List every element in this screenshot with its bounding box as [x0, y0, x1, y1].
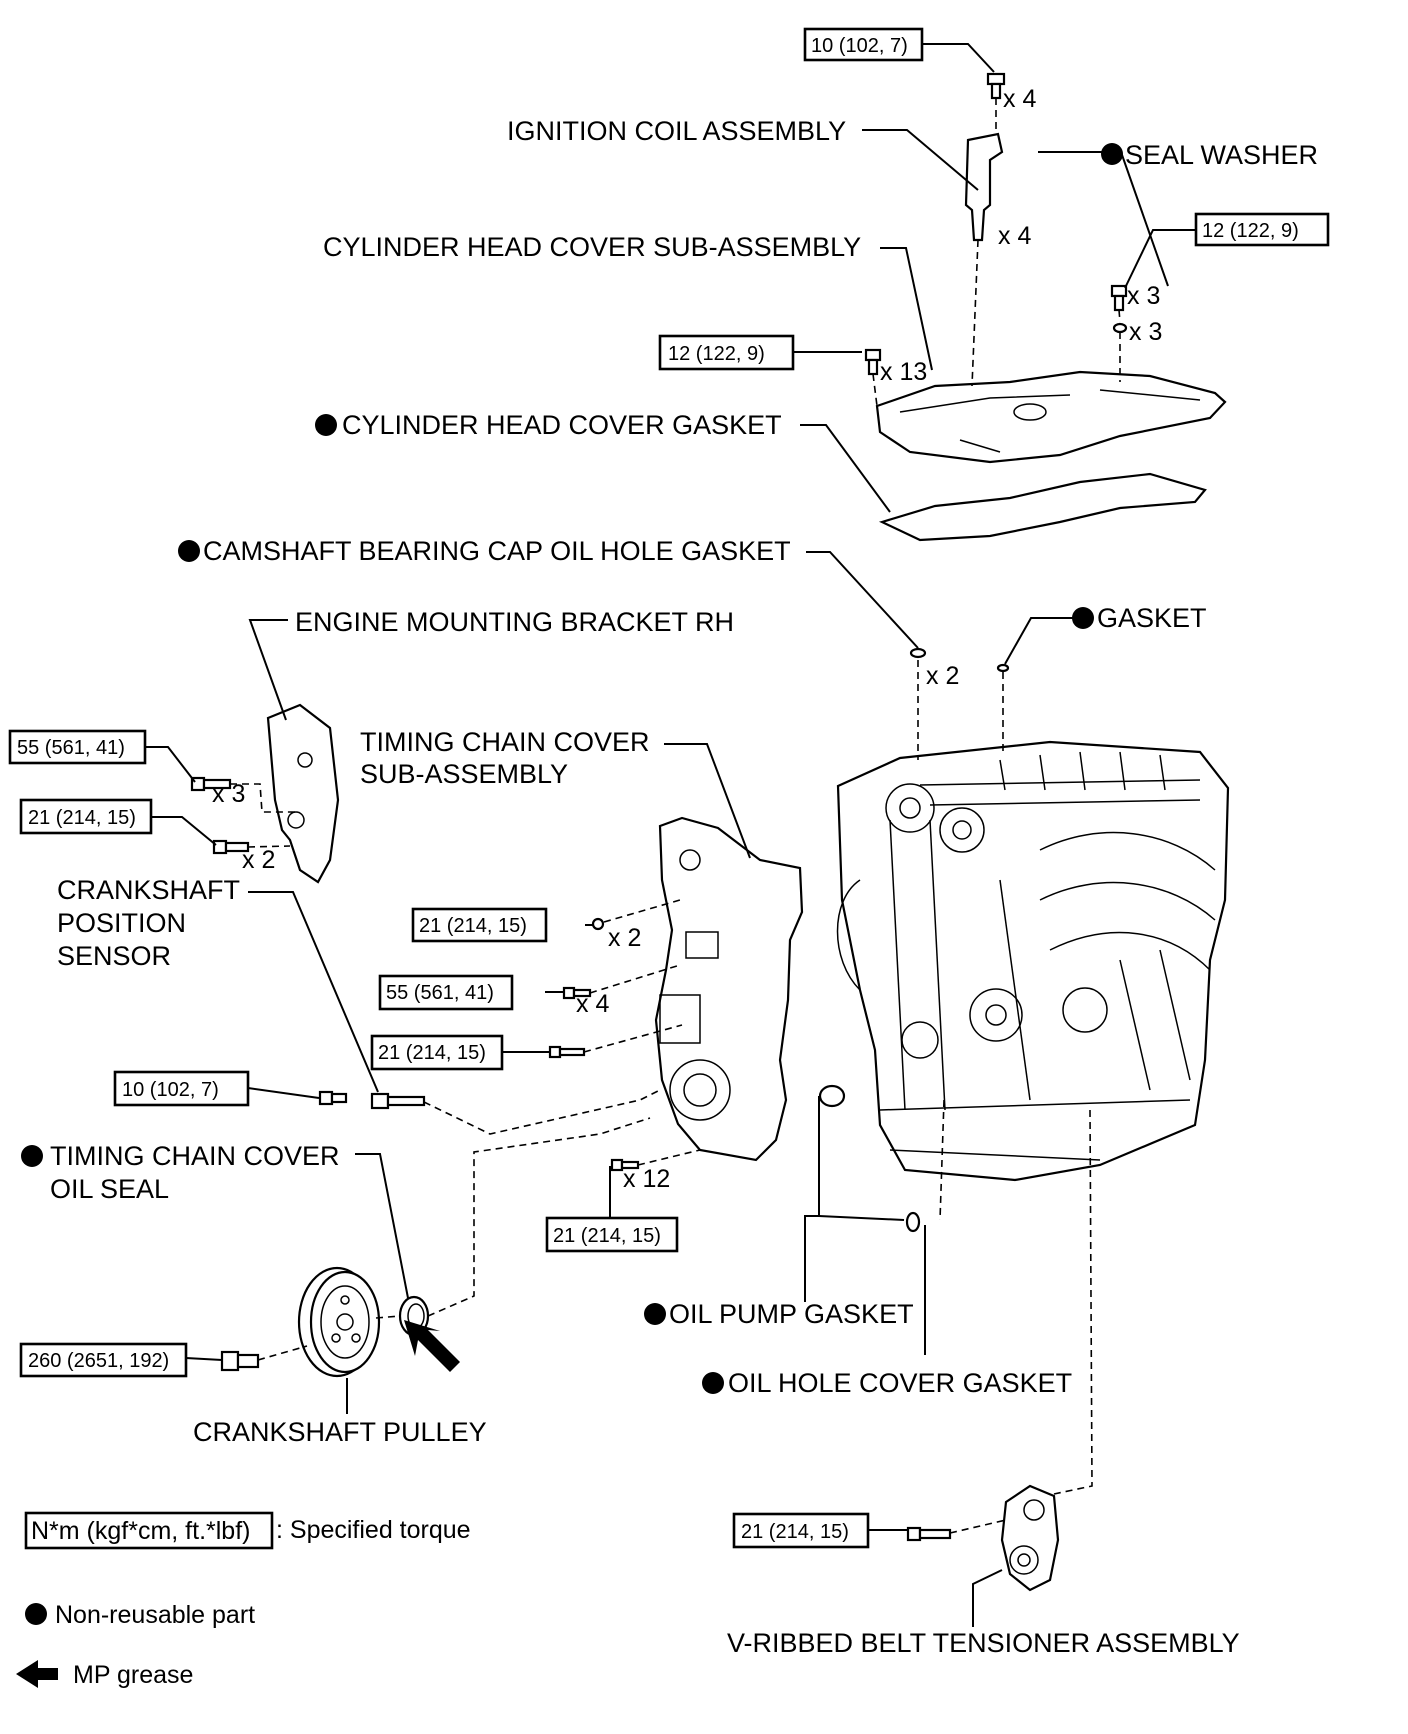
crankshaft-pulley-illustration [297, 1266, 381, 1378]
engine-block-illustration [836, 740, 1230, 1182]
legend-nonreusable-text: Non-reusable part [55, 1601, 255, 1629]
qty-head-nut: x 3 [1127, 282, 1160, 310]
nonreusable-dot-icon [644, 1303, 666, 1325]
torque-sensor: 10 (102, 7) [122, 1079, 219, 1101]
legend-torque-text: : Specified torque [276, 1516, 471, 1544]
torque-box-coil-bolt [803, 27, 924, 62]
torque-pulley: 260 (2651, 192) [28, 1350, 169, 1372]
torque-box-head-bolt [658, 334, 795, 371]
label-crankshaft-sensor-line1: CRANKSHAFT [57, 875, 240, 905]
oil-pump-gasket-illustration [818, 1084, 846, 1108]
torque-cover-d: 21 (214, 15) [553, 1225, 661, 1247]
torque-box-bracket-b [19, 798, 153, 835]
qty-coil: x 4 [998, 222, 1031, 250]
qty-bracket-b: x 2 [242, 846, 275, 874]
label-crankshaft-pulley: CRANKSHAFT PULLEY [193, 1417, 487, 1447]
oil-hole-cover-gasket-illustration [905, 1211, 921, 1233]
torque-bracket-a: 55 (561, 41) [17, 737, 125, 759]
v-ribbed-belt-tensioner-illustration [906, 1484, 1060, 1592]
gasket-illustration [996, 663, 1010, 673]
head-cover-nut-illustration [1110, 284, 1128, 334]
label-oil-seal-line2: OIL SEAL [50, 1174, 169, 1204]
pulley-bolt-illustration [220, 1350, 260, 1372]
torque-box-cover-c [370, 1034, 504, 1071]
legend-torque-units: N*m (kgf*cm, ft.*lbf) [31, 1517, 250, 1545]
nonreusable-dot-icon [178, 540, 200, 562]
nonreusable-dot-icon [315, 414, 337, 436]
nonreusable-dot-icon [702, 1372, 724, 1394]
label-gasket: GASKET [1097, 603, 1207, 633]
torque-box-cover-b [378, 974, 514, 1011]
label-timing-chain-cover-line2: SUB-ASSEMBLY [360, 759, 568, 789]
cylinder-head-cover-illustration [875, 370, 1227, 464]
qty-head-bolt: x 13 [880, 358, 927, 386]
ignition-coil-illustration [964, 132, 1004, 242]
label-v-ribbed-belt-tensioner: V-RIBBED BELT TENSIONER ASSEMBLY [727, 1628, 1240, 1658]
qty-cam-gasket: x 2 [926, 662, 959, 690]
label-oil-seal-line1: TIMING CHAIN COVER [50, 1141, 340, 1171]
qty-cover-a: x 2 [608, 924, 641, 952]
legend-torque-box [24, 1511, 274, 1550]
torque-box-head-nut [1194, 212, 1330, 247]
head-cover-bolt-illustration [864, 348, 882, 376]
torque-box-tensioner [732, 1512, 870, 1549]
torque-cover-a: 21 (214, 15) [419, 915, 527, 937]
torque-box-pulley [19, 1342, 188, 1378]
nonreusable-dot-icon [1101, 143, 1123, 165]
assembly-dashed-lines [230, 98, 1121, 1534]
nonreusable-dot-icon [21, 1145, 43, 1167]
label-cylinder-head-cover-sub-assembly: CYLINDER HEAD COVER SUB-ASSEMBLY [323, 232, 861, 262]
legend: N*m (kgf*cm, ft.*lbf) : Specified torque… [16, 1511, 471, 1689]
legend-nonreusable-dot-icon [25, 1603, 47, 1625]
torque-head-bolt: 12 (122, 9) [668, 343, 765, 365]
label-seal-washer: SEAL WASHER [1125, 140, 1318, 170]
qty-coil-bolt: x 4 [1003, 85, 1036, 113]
torque-bracket-b: 21 (214, 15) [28, 807, 136, 829]
label-crankshaft-sensor-line2: POSITION [57, 908, 186, 938]
torque-box-cover-a [411, 907, 548, 943]
label-timing-chain-cover-line1: TIMING CHAIN COVER [360, 727, 650, 757]
qty-seal-washer: x 3 [1129, 318, 1162, 346]
torque-cover-c: 21 (214, 15) [378, 1042, 486, 1064]
cover-bolts-illustration [548, 917, 640, 1172]
mp-grease-arrow-icon [404, 1320, 460, 1372]
leader-lines [146, 43, 1196, 1627]
camshaft-gasket-illustration [909, 647, 927, 659]
cylinder-head-cover-gasket-illustration [878, 472, 1207, 542]
label-ignition-coil-assembly: IGNITION COIL ASSEMBLY [507, 116, 846, 146]
qty-bracket-a: x 3 [212, 780, 245, 808]
label-camshaft-bearing-cap-oil-hole-gasket: CAMSHAFT BEARING CAP OIL HOLE GASKET [203, 536, 791, 566]
qty-cover-d: x 12 [623, 1165, 670, 1193]
torque-box-sensor [113, 1070, 250, 1107]
timing-chain-cover-illustration [654, 816, 804, 1162]
engine-mounting-bracket-illustration [266, 703, 340, 884]
torque-head-nut: 12 (122, 9) [1202, 220, 1299, 242]
label-crankshaft-sensor-line3: SENSOR [57, 941, 171, 971]
torque-coil-bolt: 10 (102, 7) [811, 35, 908, 57]
nonreusable-dot-icon [1072, 607, 1094, 629]
crankshaft-sensor-illustration [318, 1090, 426, 1110]
label-engine-mounting-bracket-rh: ENGINE MOUNTING BRACKET RH [295, 607, 734, 637]
coil-bolt-illustration [986, 72, 1006, 100]
torque-box-bracket-a [8, 729, 147, 765]
qty-cover-b: x 4 [576, 990, 609, 1018]
legend-mp-grease-arrow-icon [16, 1660, 58, 1688]
legend-grease-text: MP grease [73, 1661, 193, 1689]
torque-tensioner: 21 (214, 15) [741, 1521, 849, 1543]
torque-cover-b: 55 (561, 41) [386, 982, 494, 1004]
torque-box-cover-d [545, 1216, 679, 1253]
label-oil-hole-cover-gasket: OIL HOLE COVER GASKET [728, 1368, 1072, 1398]
label-cylinder-head-cover-gasket: CYLINDER HEAD COVER GASKET [342, 410, 782, 440]
label-oil-pump-gasket: OIL PUMP GASKET [669, 1299, 914, 1329]
